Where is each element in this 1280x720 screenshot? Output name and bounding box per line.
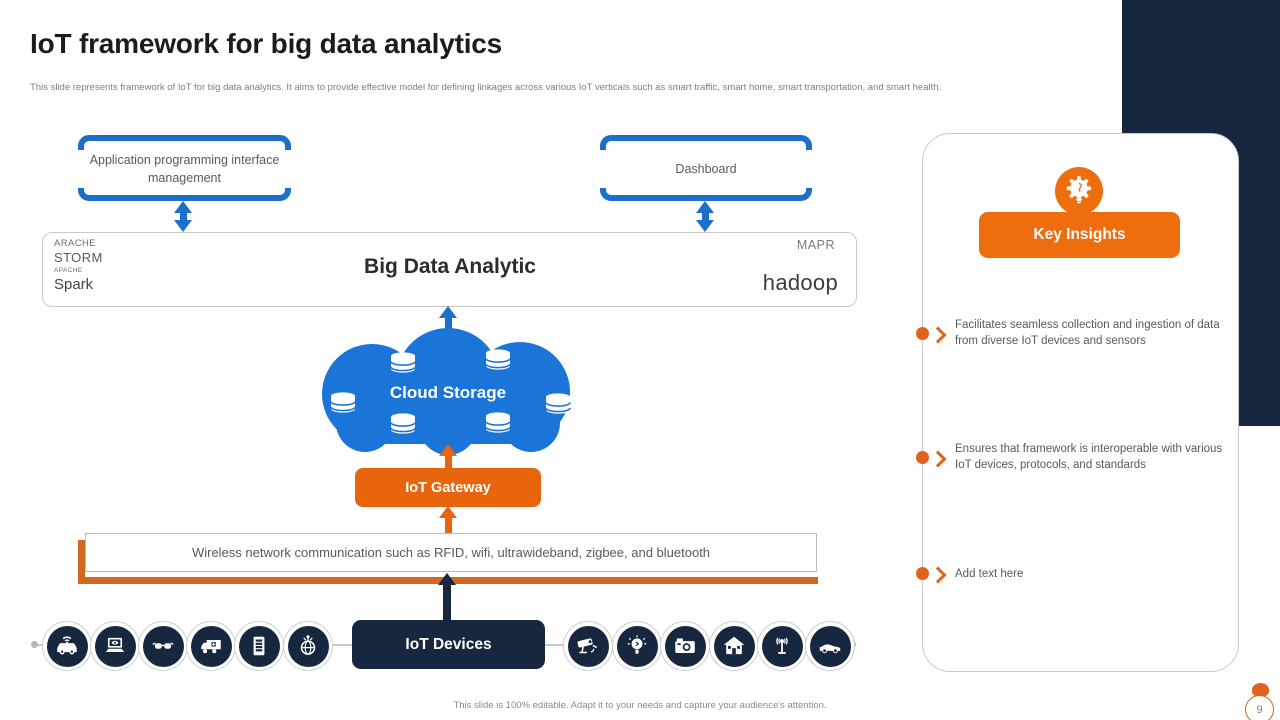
big-data-box[interactable]	[42, 232, 857, 307]
page-subtitle[interactable]: This slide represents framework of IoT f…	[30, 82, 942, 93]
smart-car-icon	[46, 625, 88, 667]
smart-glasses-icon	[142, 625, 184, 667]
bullet-dot	[916, 327, 929, 340]
mapr-label: MAPR	[796, 238, 835, 252]
device-smart-meter	[234, 621, 284, 671]
antenna-icon	[761, 625, 803, 667]
arrow-gateway-to-cloud	[439, 444, 457, 468]
dashboard-box[interactable]: Dashboard	[592, 150, 820, 188]
cloud-storage-shape[interactable]	[313, 320, 583, 456]
page-number: 9	[1256, 703, 1263, 716]
device-smart-truck	[186, 621, 236, 671]
arrow-devices-to-wireless	[438, 573, 456, 621]
device-laptop	[90, 621, 140, 671]
iot-gateway-label: IoT Gateway	[405, 479, 491, 496]
cctv-camera-icon	[567, 625, 609, 667]
chain-end-dot-left	[31, 641, 38, 648]
page-number-badge: 9	[1245, 695, 1274, 720]
key-insights-button[interactable]: Key Insights	[979, 212, 1180, 258]
device-connected-globe	[283, 621, 333, 671]
api-box[interactable]: Application programming interface manage…	[70, 150, 299, 188]
device-smart-car	[42, 621, 92, 671]
wireless-label: Wireless network communication such as R…	[191, 545, 711, 560]
wireless-box[interactable]: Wireless network communication such as R…	[85, 533, 817, 572]
smart-bulb-icon	[616, 625, 658, 667]
bullet-dot	[916, 451, 929, 464]
insight-item-3[interactable]: Add text here	[955, 568, 1024, 580]
cloud-storage-label: Cloud Storage	[389, 383, 507, 402]
iot-devices-box[interactable]: IoT Devices	[352, 620, 545, 669]
api-box-label: Application programming interface manage…	[89, 152, 280, 185]
camera-icon	[664, 625, 706, 667]
device-connected-car	[805, 621, 855, 671]
smart-meter-icon	[238, 625, 280, 667]
bullet-dot	[916, 567, 929, 580]
page-title[interactable]: IoT framework for big data analytics	[30, 28, 503, 59]
double-arrow-dashboard	[696, 201, 714, 232]
key-insights-label: Key Insights	[1033, 226, 1126, 243]
connected-car-icon	[809, 625, 851, 667]
hadoop-label: hadoop	[762, 270, 838, 295]
arrow-wireless-to-gateway	[439, 506, 457, 534]
spark-label: Spark	[54, 276, 94, 293]
smart-home-icon	[713, 625, 755, 667]
device-cctv	[563, 621, 613, 671]
arache-label: ARACHE	[54, 238, 96, 249]
footer-note: This slide is 100% editable. Adapt it to…	[453, 700, 827, 711]
apache-label: APACHE	[54, 267, 83, 274]
big-data-title: Big Data Analytic	[364, 255, 536, 278]
dashboard-box-label: Dashboard	[675, 161, 737, 176]
double-arrow-api	[174, 201, 192, 232]
insight-item-2[interactable]: Ensures that framework is interoperable …	[955, 443, 1223, 472]
connected-globe-icon	[287, 625, 329, 667]
device-camera	[660, 621, 710, 671]
storm-label: STORM	[54, 250, 103, 265]
device-antenna	[757, 621, 807, 671]
iot-devices-label: IoT Devices	[405, 635, 492, 653]
device-smart-glasses	[138, 621, 188, 671]
page-badge-ornament	[1252, 683, 1269, 697]
device-smart-bulb	[612, 621, 662, 671]
gear-bulb-icon	[1055, 167, 1103, 215]
device-smart-home	[709, 621, 759, 671]
iot-gateway-box[interactable]: IoT Gateway	[355, 468, 541, 507]
laptop-monitoring-icon	[94, 625, 136, 667]
smart-truck-icon	[190, 625, 232, 667]
insight-item-1[interactable]: Facilitates seamless collection and inge…	[955, 319, 1220, 348]
